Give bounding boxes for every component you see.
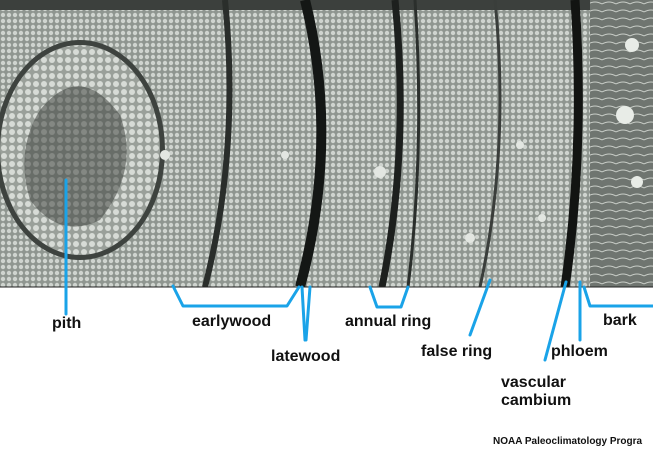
label-latewood: latewood (271, 348, 340, 366)
earlywood-bracket (173, 286, 299, 306)
label-earlywood: earlywood (192, 313, 271, 331)
resin-canal (374, 166, 386, 178)
bark-cell (631, 176, 643, 188)
resin-canal (160, 150, 170, 160)
bark-bracket (584, 287, 653, 306)
resin-canal (538, 214, 546, 222)
bark-tissue (590, 0, 653, 287)
resin-canal (281, 151, 289, 159)
bark-cell (625, 38, 639, 52)
label-bark: bark (603, 312, 637, 330)
label-false-ring: false ring (421, 343, 492, 361)
resin-canal (516, 141, 524, 149)
label-phloem: phloem (551, 343, 608, 361)
annual-ring-bracket (370, 287, 408, 307)
label-pith: pith (52, 315, 81, 333)
latewood-pointer (302, 287, 305, 340)
top-edge (0, 0, 653, 10)
micrograph (0, 0, 653, 287)
latewood-pointer (306, 287, 310, 340)
label-annual-ring: annual ring (345, 313, 431, 331)
false-ring-pointer (470, 280, 490, 335)
bark-cell (616, 106, 634, 124)
resin-canal (465, 233, 475, 243)
credit-text: NOAA Paleoclimatology Progra (493, 436, 642, 447)
label-cambium: cambium (501, 392, 571, 410)
label-vascular: vascular (501, 374, 566, 392)
